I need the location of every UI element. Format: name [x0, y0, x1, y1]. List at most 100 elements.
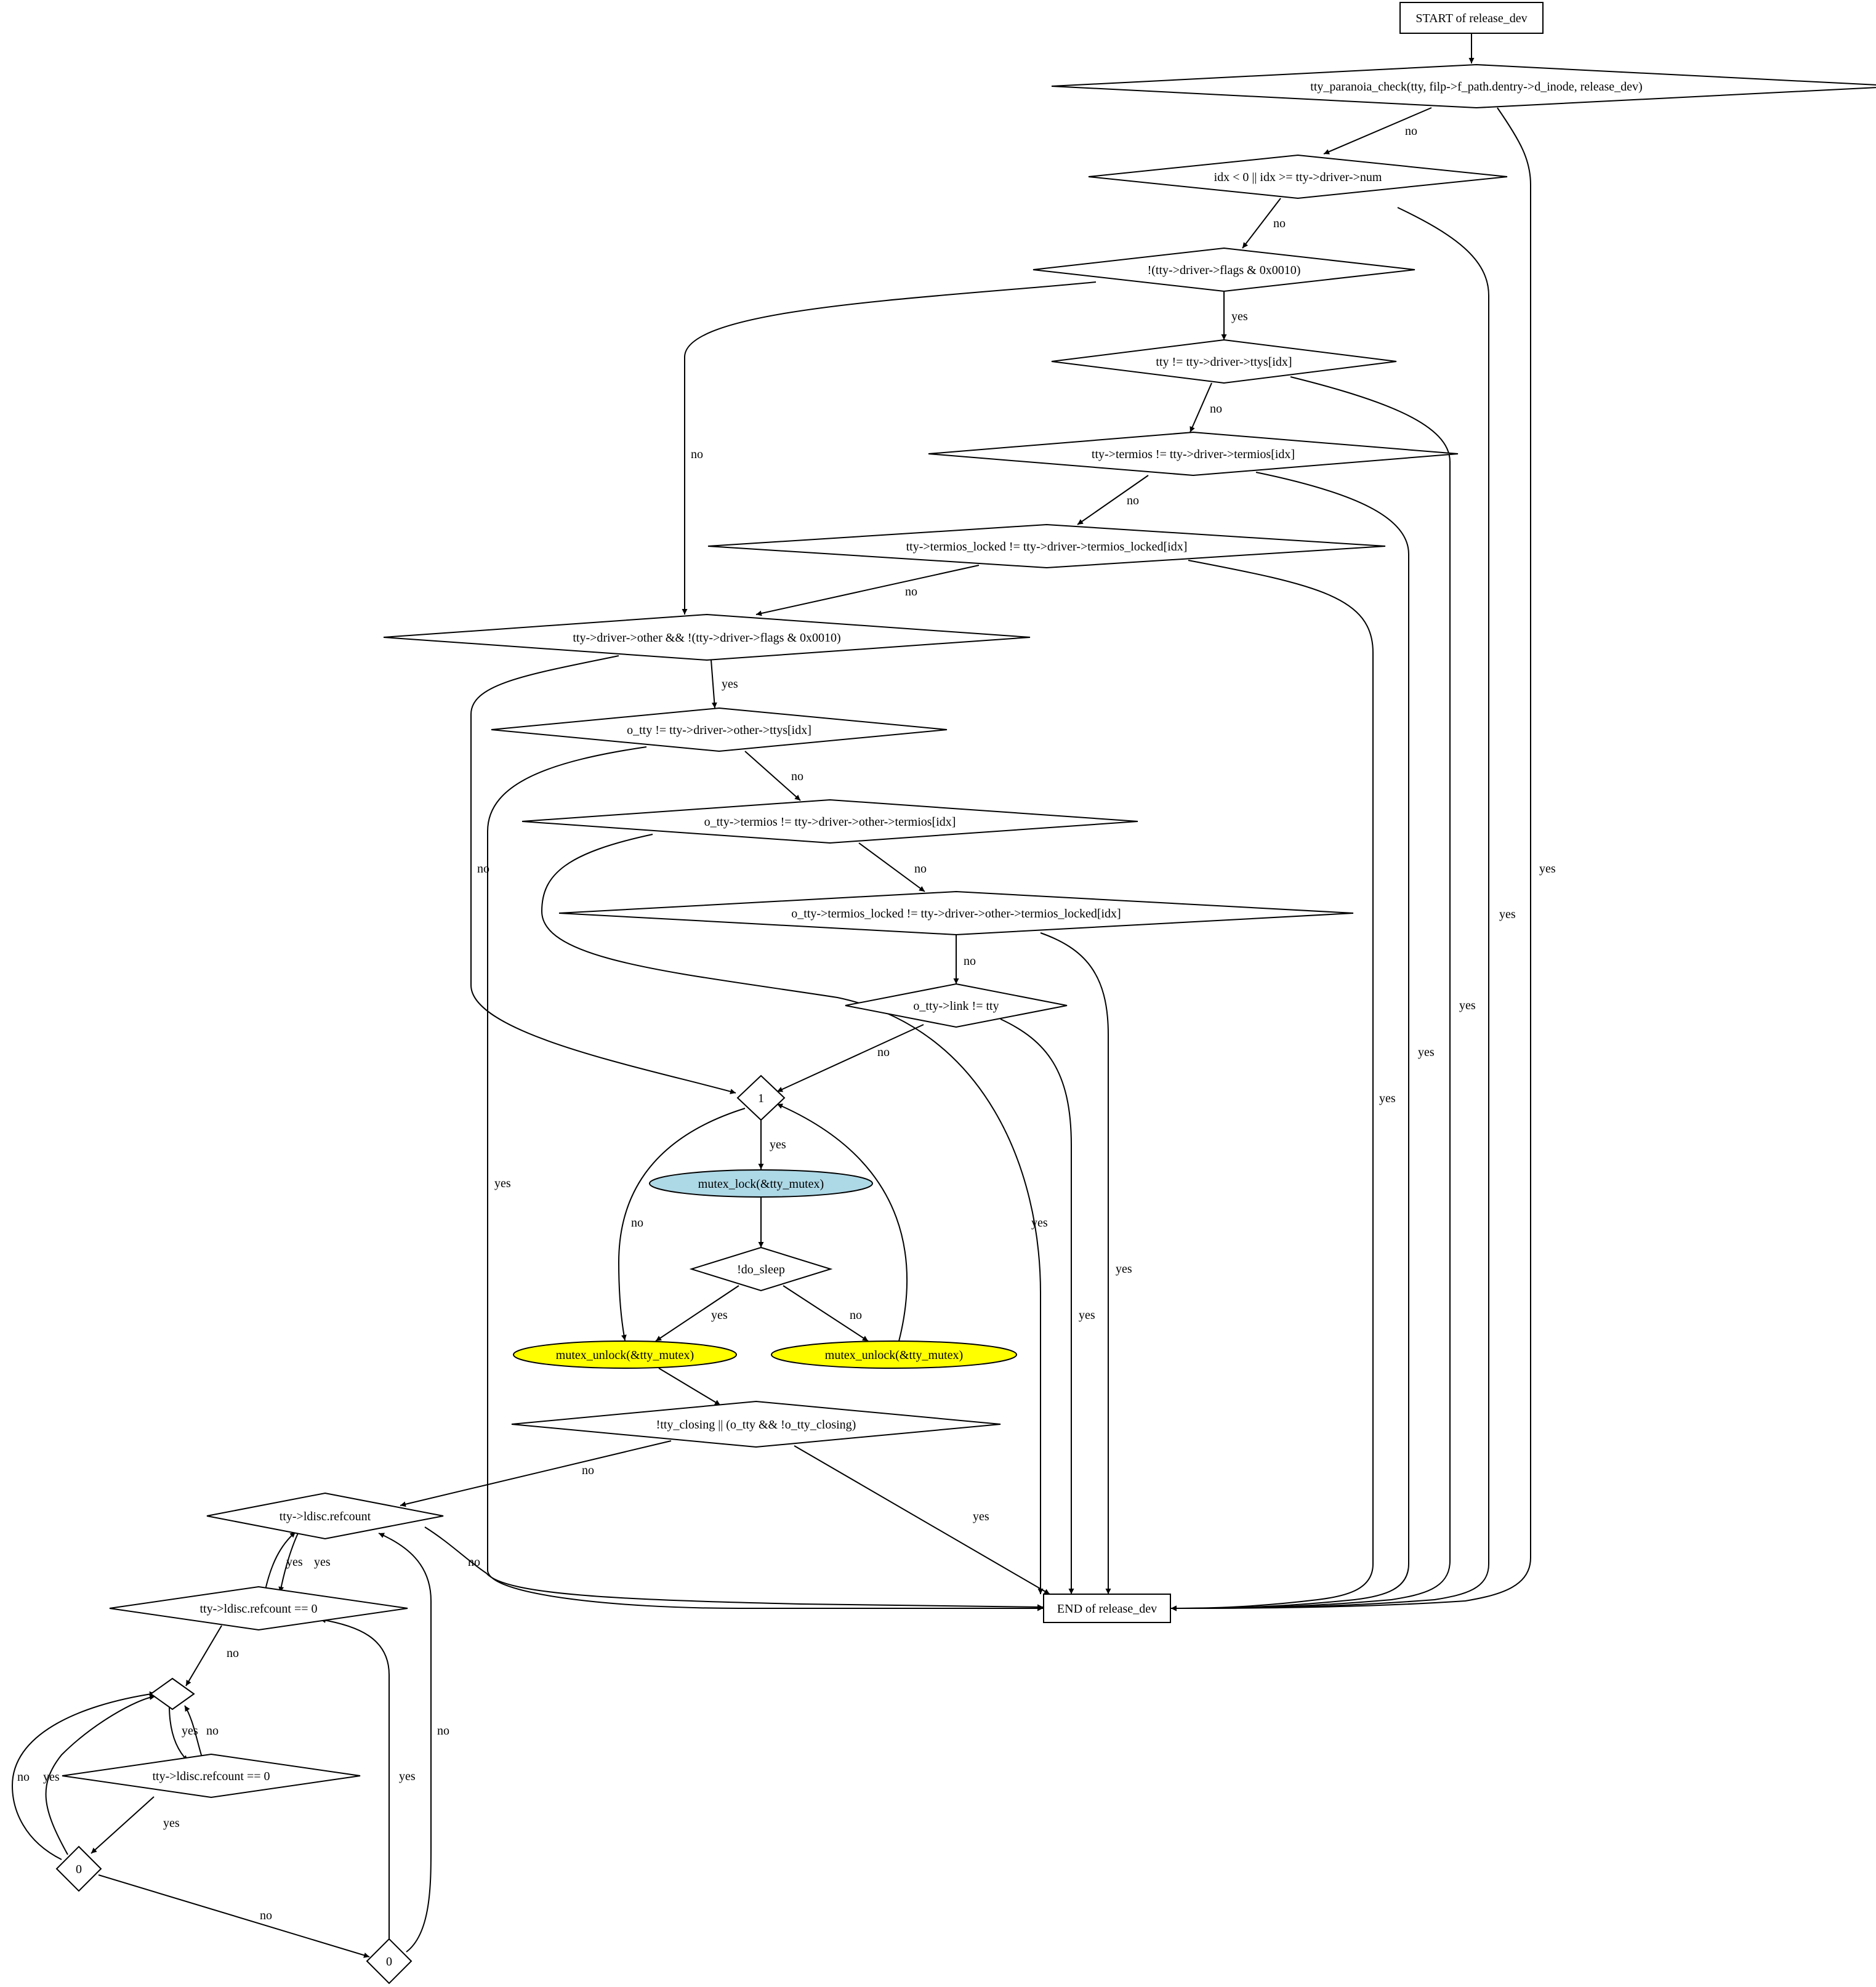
edge-d6-to-end: [1170, 560, 1374, 1611]
edge-zero1-to-zero2: [98, 1874, 370, 1958]
node-shape-d6: [707, 523, 1386, 569]
node-label-ldref0a: tty->ldisc.refcount == 0: [199, 1602, 317, 1616]
edge-label-closing-to-ldref: no: [582, 1464, 594, 1477]
node-shape-end: [1043, 1594, 1171, 1623]
node-closing: !tty_closing || (o_tty && !o_tty_closing…: [511, 1400, 1001, 1448]
edge-label-d8-to-end: yes: [494, 1177, 511, 1190]
node-lock: mutex_lock(&tty_mutex): [649, 1169, 873, 1198]
node-d2: idx < 0 || idx >= tty->driver->num: [1088, 154, 1508, 200]
edge-label-zero2-to-ldref0a: yes: [399, 1770, 416, 1783]
node-label-d5: tty->termios != tty->driver->termios[idx…: [1092, 448, 1295, 461]
edge-ldref-to-end: [424, 1526, 1044, 1610]
edge-one-to-unlock1: [618, 1108, 746, 1341]
node-shape-start: [1399, 2, 1544, 34]
node-label-d11: o_tty->link != tty: [913, 999, 999, 1013]
node-label-d10: o_tty->termios_locked != tty->driver->ot…: [791, 907, 1121, 921]
node-label-one: 1: [758, 1092, 764, 1105]
node-shape-unlock1: [513, 1340, 737, 1369]
node-label-d3: !(tty->driver->flags & 0x0010): [1148, 264, 1301, 277]
edge-label-d1-to-end: yes: [1539, 862, 1556, 876]
node-shape-sleep: [689, 1246, 833, 1292]
edge-label-d11-to-one: no: [877, 1046, 890, 1059]
node-d11: o_tty->link != tty: [845, 983, 1068, 1028]
edge-closing-to-end: [794, 1445, 1050, 1595]
node-shape-d10: [558, 890, 1354, 936]
edge-label-ldref0b-to-zero1: yes: [163, 1816, 180, 1830]
node-label-unlock2: mutex_unlock(&tty_mutex): [825, 1348, 963, 1362]
edge-label-d6-to-d7: no: [905, 585, 917, 599]
edge-label-one-to-lock: yes: [770, 1138, 786, 1151]
node-d6: tty->termios_locked != tty->driver->term…: [707, 523, 1386, 569]
node-shape-d5: [928, 431, 1459, 477]
node-shape-ldref0b: [62, 1753, 361, 1799]
edge-ldref-to-ldref0a: [278, 1531, 299, 1593]
node-shape-d1: [1051, 63, 1876, 109]
edge-zero2-to-ldref: [378, 1533, 432, 1953]
edge-label-one-to-unlock1: no: [631, 1216, 643, 1230]
edge-label-d9-to-d10: no: [914, 862, 927, 876]
edge-label-ldref0a-to-empty: no: [227, 1646, 239, 1660]
edge-d10-to-end: [1040, 932, 1111, 1594]
node-label-d9: o_tty->termios != tty->driver->other->te…: [704, 815, 956, 829]
node-shape-d7: [383, 613, 1031, 661]
node-shape-closing: [511, 1400, 1001, 1448]
edge-label-d9-to-end: yes: [1031, 1216, 1048, 1230]
edge-label-zero1-to-empty: yes: [43, 1770, 60, 1784]
edge-d9-to-end: [541, 834, 1044, 1594]
edge-ldref0b-to-zero1: [91, 1796, 155, 1854]
node-end: END of release_dev: [1043, 1594, 1171, 1623]
node-d10: o_tty->termios_locked != tty->driver->ot…: [558, 890, 1354, 936]
node-shape-zero2: [366, 1938, 413, 1985]
edges: [11, 33, 1531, 1958]
node-label-closing: !tty_closing || (o_tty && !o_tty_closing…: [656, 1418, 856, 1432]
edge-d7-to-one: [470, 655, 736, 1094]
node-label-lock: mutex_lock(&tty_mutex): [698, 1177, 824, 1191]
edge-zero1-to-empty: [45, 1694, 156, 1855]
node-d5: tty->termios != tty->driver->termios[idx…: [928, 431, 1459, 477]
edge-d6-to-d7: [755, 565, 980, 616]
edge-label-d8-to-d9: no: [791, 770, 803, 783]
nodes: START of release_dev tty_paranoia_check(t…: [55, 2, 1876, 1985]
edge-label-d1-to-d2: no: [1405, 124, 1417, 138]
node-shape-d3: [1033, 247, 1415, 292]
node-ldref0b: tty->ldisc.refcount == 0: [62, 1753, 361, 1799]
node-unlock1: mutex_unlock(&tty_mutex): [513, 1340, 737, 1369]
edge-label-empty-to-zero1: no: [17, 1770, 30, 1784]
node-start: START of release_dev: [1399, 2, 1544, 34]
edge-label-ldref-to-ldref0a: yes: [314, 1555, 331, 1569]
node-zero1: 0: [55, 1845, 102, 1892]
edge-zero2-to-ldref0a: [320, 1618, 390, 1940]
edge-label-ldref-to-end: no: [468, 1555, 480, 1569]
node-d7: tty->driver->other && !(tty->driver->fla…: [383, 613, 1031, 661]
edge-label-d7-to-d8: yes: [722, 677, 738, 691]
node-d8: o_tty != tty->driver->other->ttys[idx]: [491, 707, 948, 752]
node-label-start: START of release_dev: [1415, 12, 1527, 25]
node-d3: !(tty->driver->flags & 0x0010): [1033, 247, 1415, 292]
node-shape-unlock2: [771, 1340, 1017, 1369]
edge-label-d5-to-d6: no: [1127, 494, 1139, 507]
edge-label-d10-to-end: yes: [1116, 1262, 1132, 1276]
node-zero2: 0: [366, 1938, 413, 1985]
node-label-sleep: !do_sleep: [737, 1263, 785, 1276]
node-empty: [150, 1677, 195, 1711]
node-sleep: !do_sleep: [689, 1246, 833, 1292]
edge-label-d11-to-end: yes: [1079, 1308, 1095, 1322]
node-label-d1: tty_paranoia_check(tty, filp->f_path.den…: [1310, 80, 1642, 94]
edge-sleep-to-unlock2: [783, 1285, 869, 1342]
edge-d8-to-end: [487, 746, 1043, 1611]
node-shape-d11: [845, 983, 1068, 1028]
edge-label-d4-to-end: yes: [1459, 999, 1476, 1012]
node-label-zero1: 0: [76, 1863, 82, 1876]
edge-ldref0a-to-ldref: [264, 1531, 296, 1593]
edge-sleep-to-unlock1: [655, 1285, 739, 1342]
edge-d5-to-d6: [1077, 475, 1149, 525]
node-label-ldref: tty->ldisc.refcount: [280, 1510, 371, 1523]
edge-d8-to-d9: [744, 751, 801, 801]
edge-label-d3-to-d7: no: [691, 448, 703, 461]
edge-label-d2-to-end: yes: [1499, 908, 1516, 921]
edge-d11-to-one: [776, 1024, 924, 1092]
node-shape-d4: [1051, 339, 1397, 384]
node-shape-d9: [521, 799, 1138, 844]
node-ldref0a: tty->ldisc.refcount == 0: [109, 1586, 408, 1631]
